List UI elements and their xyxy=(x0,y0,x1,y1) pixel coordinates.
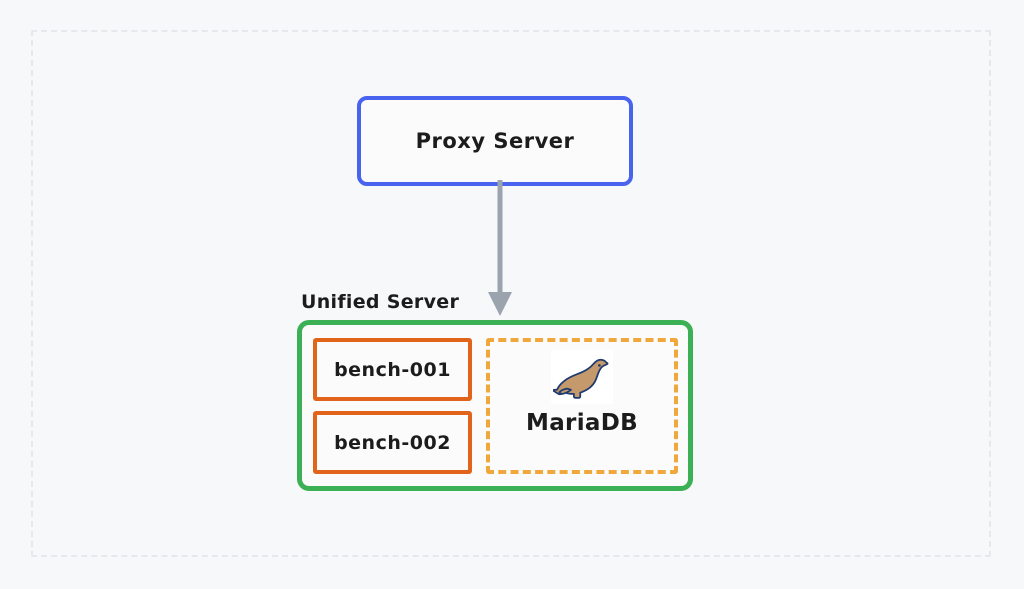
edge-proxy-to-unified xyxy=(488,180,512,316)
node-proxy-server-label: Proxy Server xyxy=(415,129,575,153)
mariadb-seal-icon xyxy=(551,350,613,404)
node-bench-001[interactable]: bench-001 xyxy=(313,338,472,401)
node-bench-001-label: bench-001 xyxy=(334,358,451,381)
group-unified-server-label: Unified Server xyxy=(301,291,460,313)
node-proxy-server[interactable]: Proxy Server xyxy=(357,96,633,186)
canvas-frame xyxy=(31,30,991,557)
node-bench-002-label: bench-002 xyxy=(334,431,451,454)
node-mariadb-label: MariaDB xyxy=(526,410,638,436)
node-bench-002[interactable]: bench-002 xyxy=(313,411,472,474)
node-mariadb[interactable]: MariaDB xyxy=(486,338,678,474)
